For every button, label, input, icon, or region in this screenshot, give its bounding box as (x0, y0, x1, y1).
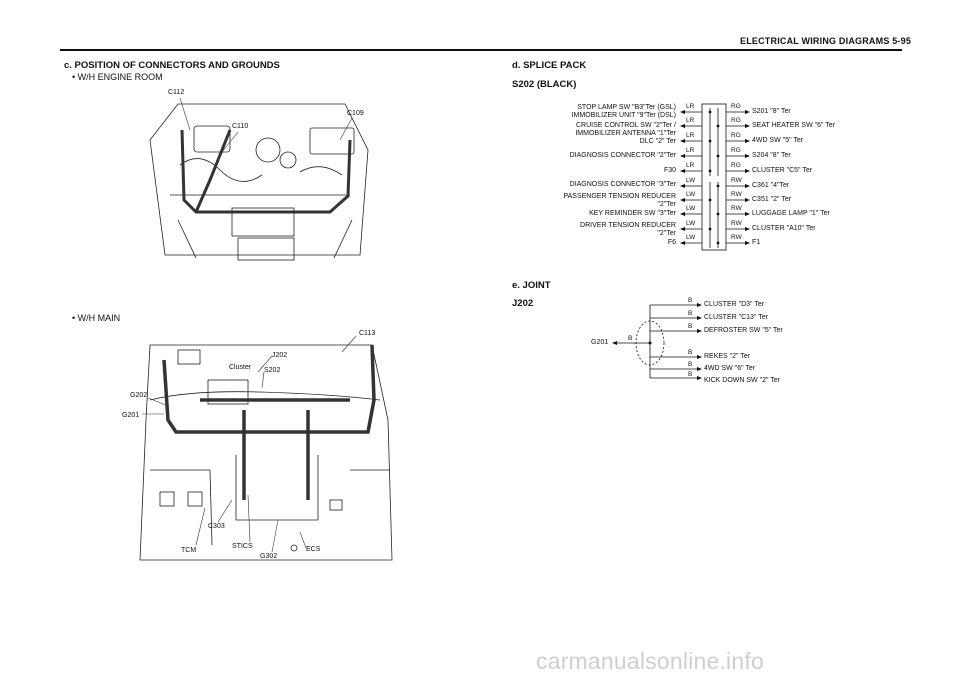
label-j202: J202 (272, 352, 288, 359)
label-stics: STICS (232, 543, 253, 550)
page-header: ELECTRICAL WIRING DIAGRAMS 5-95 (740, 36, 912, 46)
wire-code: RG (731, 147, 741, 154)
splice-left-label: DRIVER TENSION REDUCER (580, 222, 676, 229)
section-e-title: e. JOINT (512, 280, 551, 291)
section-e-subtitle: J202 (512, 298, 534, 309)
splice-left-label: PASSENGER TENSION REDUCER (563, 193, 676, 200)
wire-code: LW (686, 191, 696, 198)
label-c110: C110 (232, 123, 249, 130)
label-c112: C112 (168, 89, 185, 96)
wire-code: RG (731, 103, 741, 110)
splice-right-label: CLUSTER "A10" Ter (752, 225, 816, 232)
wire-code: B (688, 371, 693, 378)
label-ecs: ECS (306, 546, 321, 553)
label-c109: C109 (347, 110, 364, 117)
wire-code: LW (686, 205, 696, 212)
joint-branch-label: REKES "2" Ter (704, 353, 751, 360)
splice-right-label: C361 "4"Ter (752, 182, 790, 189)
wire-code: LR (686, 117, 695, 124)
engine-room-heading: • W/H ENGINE ROOM (72, 72, 163, 82)
splice-left-label: F30 (663, 167, 676, 174)
splice-right-label: S204 "8" Ter (752, 152, 791, 159)
splice-right-label: F1 (752, 239, 761, 246)
engine-room-heading-text: W/H ENGINE ROOM (77, 72, 163, 82)
wire-code: LR (686, 147, 695, 154)
wire-code: RG (731, 162, 741, 169)
splice-left-label: DIAGNOSIS CONNECTOR "2"Ter (569, 152, 676, 159)
wire-code: RG (731, 132, 741, 139)
splice-right-label: S201 "8" Ter (752, 108, 791, 115)
section-c-title: c. POSITION OF CONNECTORS AND GROUNDS (64, 60, 280, 71)
wire-code: LR (686, 132, 695, 139)
joint-branch-label: KICK DOWN SW "2" Ter (704, 377, 781, 384)
header-rule (60, 49, 902, 51)
wire-code: B (688, 361, 693, 368)
wire-code: RG (731, 117, 741, 124)
splice-left-label: KEY REMINDER SW "3"Ter (589, 210, 676, 217)
wire-code: LW (686, 234, 696, 241)
splice-right-label: 4WD SW "5" Ter (752, 137, 804, 144)
joint-branch-label: 4WD SW "6" Ter (704, 365, 756, 372)
splice-left-label: DIAGNOSIS CONNECTOR "3"Ter (569, 181, 676, 188)
splice-left-label: STOP LAMP SW "B3"Ter (GSL) (577, 104, 676, 111)
splice-left-label: DLC "2" Ter (639, 138, 676, 145)
main-heading-text: W/H MAIN (77, 313, 121, 323)
splice-left-label: IMMOBILIZER ANTENNA "1"Ter (575, 130, 676, 137)
label-tcm: TCM (181, 547, 197, 554)
splice-right-label: LUGGAGE LAMP "1" Ter (752, 210, 830, 217)
wire-code: B (688, 349, 693, 356)
wire-code: RW (731, 191, 742, 198)
wire-code: B (628, 335, 633, 342)
section-d-title: d. SPLICE PACK (512, 60, 587, 71)
main-heading: • W/H MAIN (72, 313, 121, 323)
watermark: carmanualsonline.info (536, 648, 764, 674)
splice-left-label: "2"Ter (657, 230, 676, 237)
label-c113: C113 (359, 330, 376, 337)
joint-branch-label: DEFROSTER SW "5" Ter (704, 327, 783, 334)
label-cluster: Cluster (229, 364, 252, 371)
splice-right-label: C351 "2" Ter (752, 196, 792, 203)
joint-branch-label: CLUSTER "D3" Ter (704, 301, 765, 308)
wire-code: LR (686, 162, 695, 169)
wire-code: RW (731, 205, 742, 212)
wire-code: LW (686, 177, 696, 184)
splice-right-label: SEAT HEATER SW "6" Ter (752, 122, 836, 129)
wire-code: RW (731, 220, 742, 227)
label-g202: G202 (130, 392, 148, 399)
joint-ground-label: G201 (591, 339, 609, 346)
wire-code: B (688, 323, 693, 330)
label-g201: G201 (122, 412, 140, 419)
label-s202: S202 (264, 367, 281, 374)
wire-code: B (688, 310, 693, 317)
label-c303: C303 (208, 523, 225, 530)
section-d-subtitle: S202 (BLACK) (512, 79, 577, 90)
splice-left-label: IMMOBILIZER UNIT "9"Ter (DSL) (571, 112, 676, 119)
splice-left-label: F6 (667, 239, 676, 246)
splice-right-label: CLUSTER "C5" Ter (752, 167, 813, 174)
wire-code: RW (731, 234, 742, 241)
splice-left-label: "2"Ter (657, 201, 676, 208)
wire-code: RW (731, 177, 742, 184)
splice-left-label: CRUISE CONTROL SW "2"Ter / (576, 122, 676, 129)
wire-code: B (688, 297, 693, 304)
wire-code: LW (686, 220, 696, 227)
wire-code: LR (686, 103, 695, 110)
joint-branch-label: CLUSTER "C13" Ter (704, 314, 768, 321)
label-g302: G302 (260, 553, 278, 560)
